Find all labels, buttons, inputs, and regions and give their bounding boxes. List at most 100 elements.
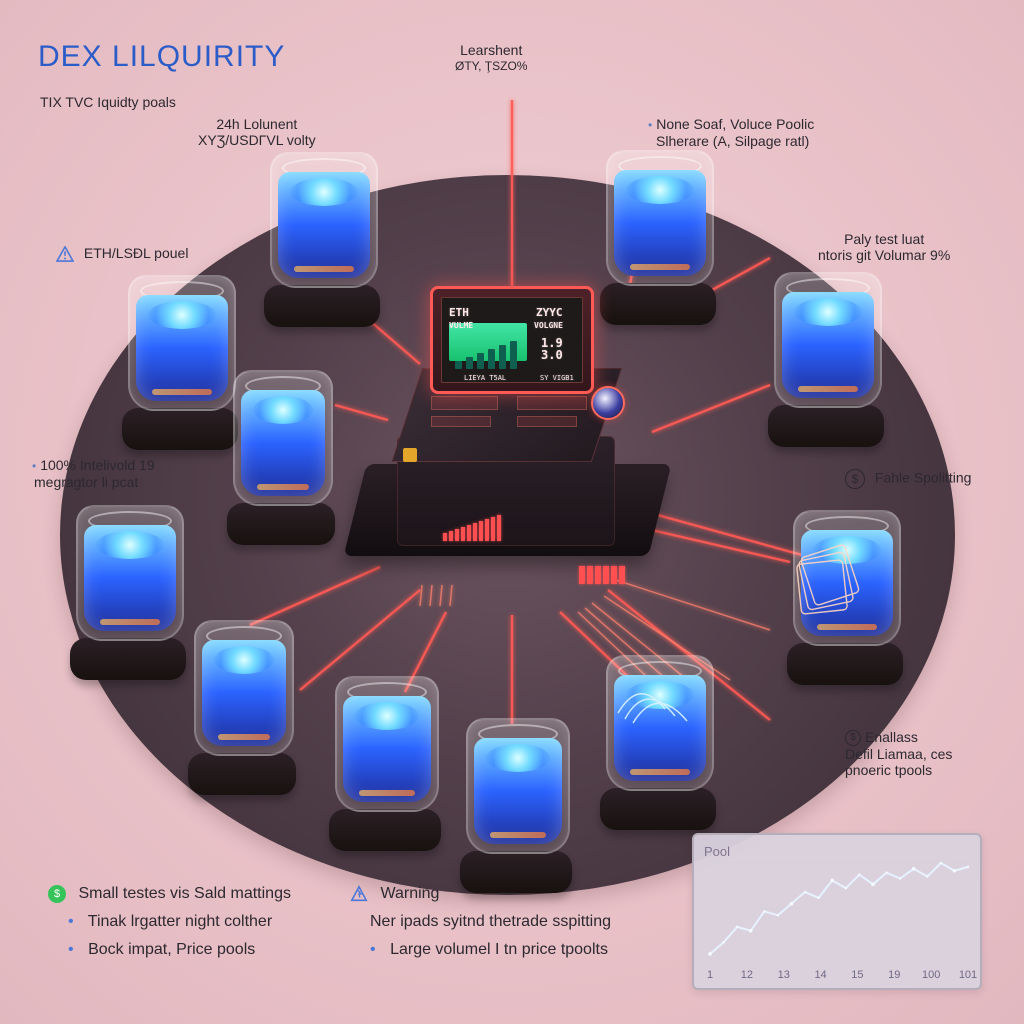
left-label-4-line-2: megragtor li pcat (34, 474, 139, 490)
screen-bar (488, 349, 495, 369)
pool-top-right (598, 150, 718, 325)
pool-tank (606, 655, 714, 791)
pool-chart-series-line (709, 861, 969, 955)
right-label-4-line-1: Enallass (865, 729, 918, 745)
pool-chart-point (748, 928, 753, 933)
right-label-3: $ Fahle Spolitting (845, 469, 971, 489)
pool-left-upper (120, 275, 240, 450)
bullet-dot: • (68, 941, 74, 958)
right-label-2-line-2: ntoris git Volumar 9% (818, 247, 951, 263)
pool-stripe (798, 386, 858, 392)
pool-chart-point (871, 882, 875, 887)
pool-stripe (100, 619, 160, 625)
pool-chart-point (952, 868, 957, 873)
pool-base (70, 638, 186, 680)
pool-stripe (294, 266, 354, 272)
left-label-3-text: ETH/LSÐL pouel (83, 245, 189, 261)
pool-base (460, 851, 572, 893)
pool-stripe (218, 734, 270, 740)
pool-glow (253, 396, 313, 424)
pool-tank (774, 272, 882, 408)
right-label-2: Paly test luat ntoris git Volumar 9% (818, 231, 950, 263)
pool-chart-point (830, 878, 835, 883)
pool-left-middle (225, 370, 337, 545)
pool-chart-point (817, 896, 820, 900)
pool-chart-x-tick-label: 101 (959, 969, 977, 981)
pool-top-left (262, 152, 382, 327)
server-red-bar (497, 515, 501, 541)
pool-chart-x-tick-label: 19 (888, 969, 900, 981)
bottom-middle-item-1: Ner ipads syitnd thetrade sspitting (370, 913, 612, 930)
page-title: DEX LILQUIRITY (38, 40, 286, 73)
top-center-label: Learshent ØTY, ŢSZO% (455, 42, 527, 74)
pool-glow (486, 744, 550, 772)
pool-stripe (817, 624, 877, 630)
pool-glow (794, 298, 862, 326)
pool-chart-point (926, 875, 929, 878)
dollar-icon: $ (845, 730, 861, 747)
pool-chart-point (789, 901, 794, 906)
pool-base (227, 503, 335, 545)
pool-glow (148, 301, 216, 329)
bottom-left-item-2: Bock impat, Price pools (88, 941, 256, 958)
left-label-2-line-1: 24h Lolunent (216, 116, 298, 132)
bitcoin-badge (403, 448, 417, 462)
right-label-2-line-1: Paly test luat (844, 231, 925, 247)
warning-icon (56, 246, 74, 263)
pool-tank (76, 505, 184, 641)
right-label-1-line-2: Slherare (A, Silpage ratl) (656, 133, 810, 149)
pool-tank (194, 620, 294, 756)
top-center-line-1: Learshent (460, 42, 523, 58)
pool-glow (214, 646, 274, 674)
server-red-bar (449, 531, 453, 541)
pool-right-lower (785, 510, 905, 685)
volume-screen: ETH ZYYC VULME VOLGNE 1.9 3.0 LIEYA T5AL… (430, 286, 594, 394)
pool-chart-point (898, 877, 902, 880)
pool-chart-point (803, 890, 807, 894)
server-port (611, 566, 617, 584)
pool-chart-grid (710, 862, 968, 955)
pool-left-lower (68, 505, 188, 680)
screen-value-2: 3.0 (541, 348, 563, 362)
pool-stripe (490, 832, 546, 838)
pool-stripe (359, 790, 415, 796)
pool-chart-x-tick-label: 12 (741, 969, 753, 981)
right-label-1: •None Soaf, Voluce Poolic Slherare (A, S… (648, 116, 814, 149)
pool-stripe (630, 264, 690, 270)
left-label-4-line-1: 100% Intelivold 19 (40, 457, 155, 473)
pool-chart-point (858, 873, 861, 876)
pool-stripe (630, 769, 690, 775)
stacked-cards-icon (796, 544, 860, 615)
pool-tank (128, 275, 236, 411)
dex-server: ETH ZYYC VULME VOLGNE 1.9 3.0 LIEYA T5AL… (343, 286, 672, 618)
pool-bottom-center (458, 718, 574, 893)
pool-chart-point (708, 952, 712, 956)
screen-bar (510, 341, 517, 369)
pool-stripe (257, 484, 309, 490)
right-label-4-line-2: Defil Liamaa, ces (845, 746, 953, 763)
pool-base (329, 809, 441, 851)
pool-base (600, 283, 716, 325)
pool-tank (233, 370, 333, 506)
pool-base (600, 788, 716, 830)
pool-right-upper (766, 272, 886, 447)
pool-chart-point (966, 865, 970, 869)
server-port (587, 566, 593, 584)
bottom-middle-notes: Warning Ner ipads syitnd thetrade sspitt… (350, 880, 611, 964)
pool-chart-point (763, 910, 766, 913)
server-red-bar (443, 533, 447, 541)
left-label-2: 24h Lolunent XYƷ/USDΓVL volty (198, 116, 316, 148)
bullet-dot: • (370, 941, 376, 958)
screen-bar (455, 361, 462, 369)
pool-chart-x-tick-label: 100 (922, 969, 940, 981)
pool-stripe (152, 389, 212, 395)
server-red-bar (491, 517, 495, 541)
pool-tank (335, 676, 439, 812)
pool-glow (290, 178, 358, 206)
screen-value-1: 1.9 (541, 336, 563, 350)
pool-chart-point (776, 914, 780, 917)
server-red-ports (579, 566, 625, 584)
bottom-left-item-1: Tinak lrgatter night colther (87, 913, 273, 930)
bullet-dot: • (68, 913, 74, 930)
server-knob (591, 386, 625, 420)
